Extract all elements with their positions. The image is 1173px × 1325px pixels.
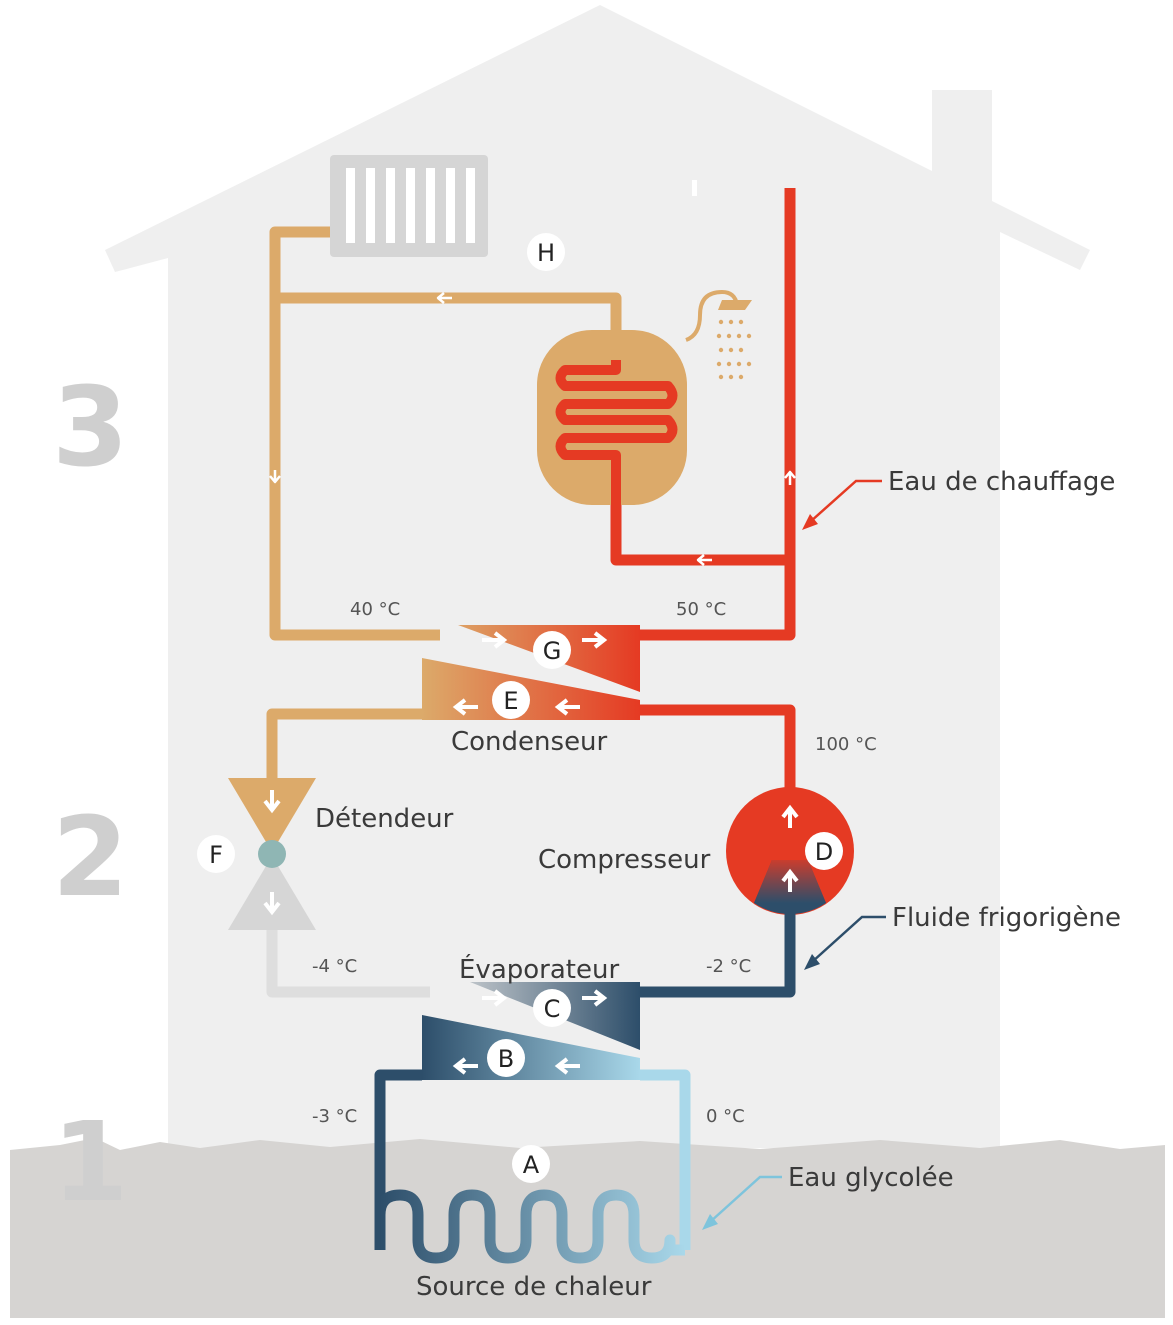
- badge-f: F: [209, 841, 223, 869]
- label-condenseur: Condenseur: [451, 727, 608, 757]
- shower-drops: [716, 319, 752, 380]
- label-compresseur: Compresseur: [538, 845, 711, 875]
- label-eau-glycolee: Eau glycolée: [788, 1163, 954, 1193]
- temp-100: 100 °C: [815, 734, 877, 755]
- temp-minus-4: -4 °C: [312, 956, 357, 977]
- condenser: [422, 625, 640, 720]
- label-fluide: Fluide frigorigène: [892, 903, 1121, 933]
- temp-minus-2: -2 °C: [706, 956, 751, 977]
- letter-badges: H G E F D C B A: [197, 233, 843, 1183]
- shower-icon: [685, 289, 752, 342]
- zone-number-2: 2: [52, 793, 129, 921]
- badge-a: A: [523, 1151, 540, 1179]
- temp-minus-3: -3 °C: [312, 1106, 357, 1127]
- zone-number-1: 1: [52, 1098, 129, 1226]
- zone-number-3: 3: [52, 363, 129, 491]
- badge-e: E: [503, 687, 518, 715]
- badge-c: C: [544, 995, 561, 1023]
- temp-0: 0 °C: [706, 1106, 745, 1127]
- badge-g: G: [543, 637, 562, 665]
- callout-fluide: Fluide frigorigène: [804, 903, 1121, 970]
- label-evaporateur: Évaporateur: [459, 953, 619, 985]
- expansion-valve: [228, 778, 316, 930]
- refrigerant-cold-line: [266, 912, 796, 998]
- label-eau-chauffage: Eau de chauffage: [888, 467, 1115, 497]
- callout-eau-glycolee: Eau glycolée: [702, 1163, 954, 1230]
- badge-d: D: [815, 838, 833, 866]
- temp-40: 40 °C: [350, 599, 400, 620]
- badge-b: B: [498, 1045, 514, 1073]
- badge-h: H: [537, 239, 555, 267]
- radiator: [330, 155, 488, 257]
- label-detendeur: Détendeur: [315, 804, 454, 834]
- refrigerant-hot-line: [266, 704, 796, 790]
- ground-coil: [374, 1069, 691, 1264]
- evaporator: [422, 982, 640, 1080]
- callout-eau-chauffage: Eau de chauffage: [802, 467, 1115, 530]
- ground: [10, 1138, 1165, 1318]
- label-source: Source de chaleur: [416, 1272, 652, 1302]
- hot-water-tank: [537, 330, 687, 505]
- compressor: [726, 787, 854, 915]
- temp-50: 50 °C: [676, 599, 726, 620]
